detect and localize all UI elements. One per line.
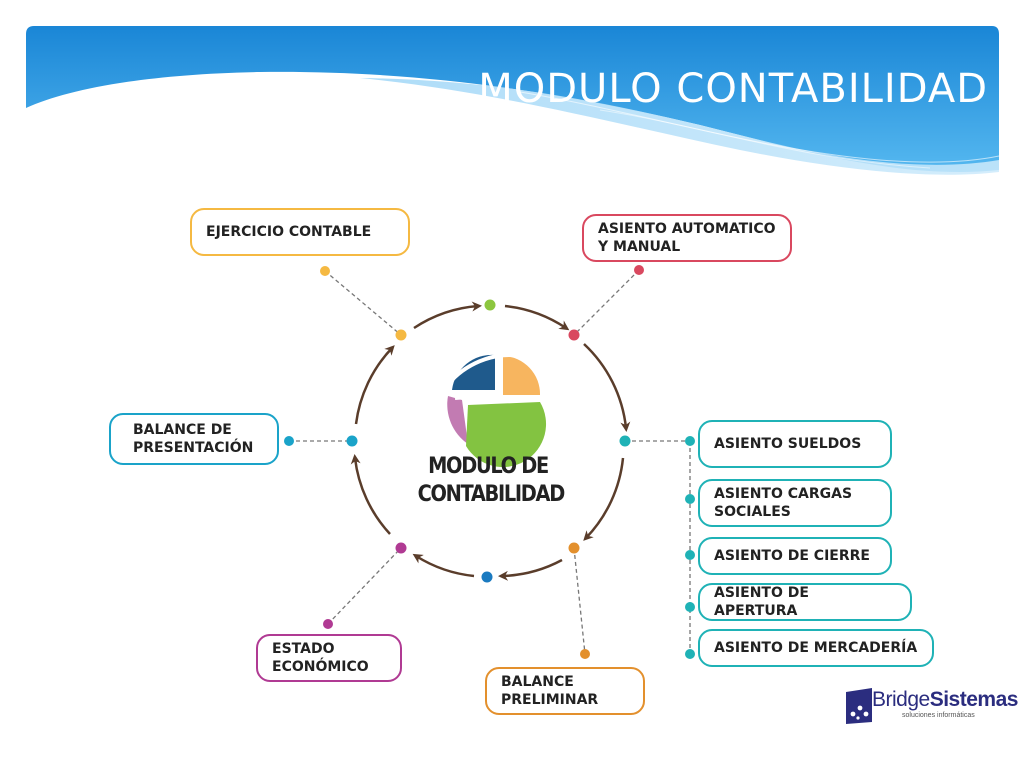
brand-name: BridgeSistemas [872, 688, 1018, 712]
dot-asiento-auto-outer [634, 265, 644, 275]
header-wave [26, 26, 1000, 175]
dot-estado-ring [395, 542, 407, 554]
dot-bottom-ring [481, 571, 493, 583]
center-title-line1: MODULO DE [428, 454, 549, 479]
center-title: MODULO DE CONTABILIDAD [417, 453, 566, 509]
connector-asiento-auto [573, 269, 640, 336]
brand-tagline: soluciones informáticas [902, 712, 975, 719]
dot-asientos-ring [619, 435, 631, 447]
brand-logo: BridgeSistemas soluciones informáticas [840, 686, 1018, 730]
dot-balance-preliminar-ring [568, 542, 580, 554]
box-balance-preliminar: BALANCE PRELIMINAR [485, 667, 645, 715]
dot-estado-outer [323, 619, 333, 629]
connector-estado [327, 547, 402, 625]
box-estado-economico: ESTADO ECONÓMICO [256, 634, 402, 682]
dot-balance-presentacion-ring [346, 435, 358, 447]
dot-ejercicio-outer [320, 266, 330, 276]
box-asiento-mercaderia: ASIENTO DE MERCADERÍA [698, 629, 934, 667]
box-ejercicio-contable: EJERCICIO CONTABLE [190, 208, 410, 256]
box-asiento-apertura: ASIENTO DE APERTURA [698, 583, 912, 621]
bridge-sistemas-logo-mark [846, 688, 872, 724]
cycle-arrows [350, 301, 631, 581]
center-logo [447, 353, 547, 468]
connector-balance-preliminar [573, 547, 586, 655]
dot-asiento-auto-ring [568, 329, 580, 341]
dot-mercaderia [685, 649, 695, 659]
dot-top-ring [484, 299, 496, 311]
box-asiento-cargas-sociales: ASIENTO CARGAS SOCIALES [698, 479, 892, 527]
center-title-line2: CONTABILIDAD [417, 482, 566, 507]
dot-balance-presentacion-outer [284, 436, 294, 446]
box-balance-presentacion: BALANCE DE PRESENTACIÓN [109, 413, 279, 465]
dot-balance-preliminar-outer [580, 649, 590, 659]
box-asiento-automatico: ASIENTO AUTOMATICO Y MANUAL [582, 214, 792, 262]
dot-cargas [685, 494, 695, 504]
dot-cierre [685, 550, 695, 560]
dot-ejercicio-ring [395, 329, 407, 341]
page-title: MODULO CONTABILIDAD [478, 66, 988, 112]
brand-name-b: Sistemas [929, 688, 1019, 711]
box-asiento-cierre: ASIENTO DE CIERRE [698, 537, 892, 575]
connector-ejercicio [324, 270, 402, 336]
dot-sueldos [685, 436, 695, 446]
dot-apertura [685, 602, 695, 612]
box-asiento-sueldos: ASIENTO SUELDOS [698, 420, 892, 468]
brand-name-a: Bridge [872, 688, 930, 711]
